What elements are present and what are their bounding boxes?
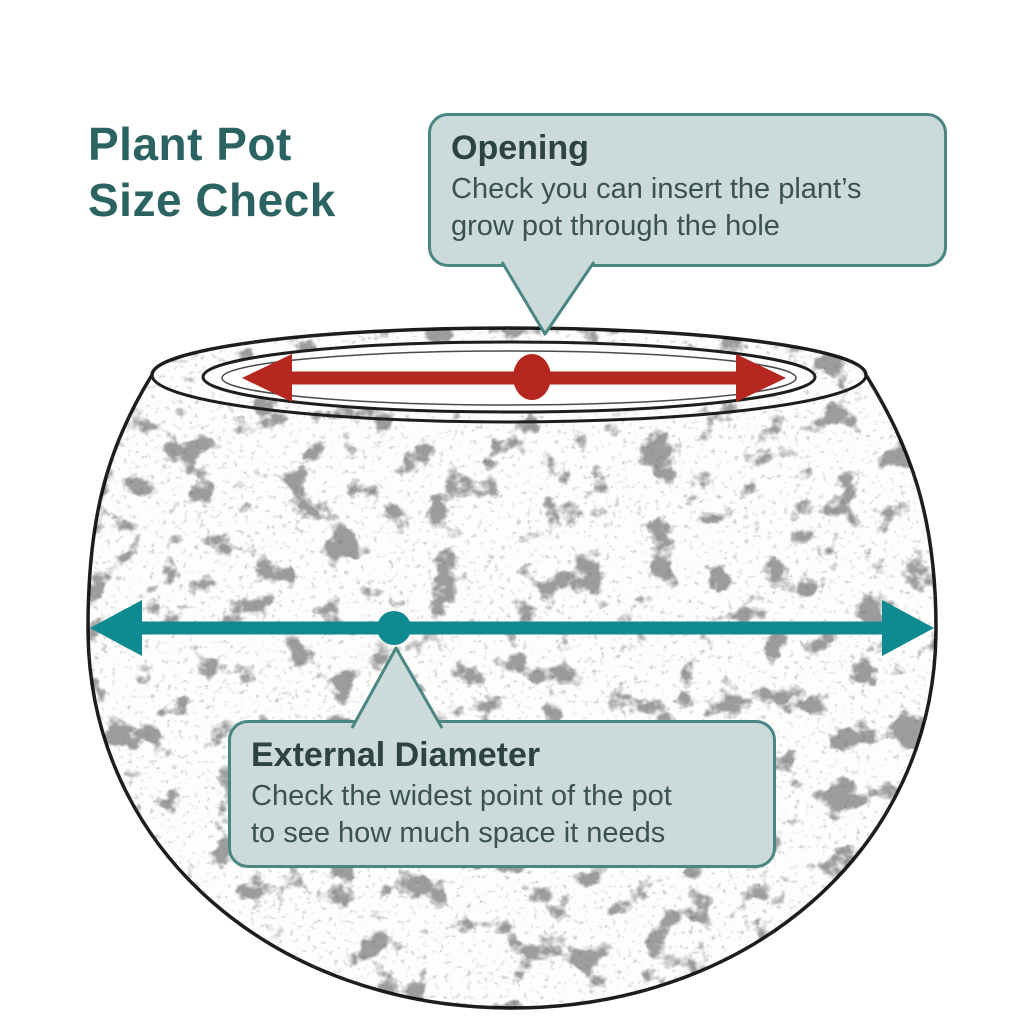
external-diameter-arrow — [90, 600, 934, 656]
callout-opening-heading: Opening — [451, 129, 589, 167]
external-center-dot — [377, 611, 411, 645]
opening-center-dot — [513, 354, 551, 400]
external-arrow-head-right — [882, 600, 934, 656]
callout-external-heading: External Diameter — [251, 736, 541, 774]
opening-diameter-arrow — [242, 354, 786, 402]
external-arrow-head-left — [90, 600, 142, 656]
opening-arrow-head-left — [242, 354, 292, 402]
callout-opening: Opening Check you can insert the plant’s… — [428, 113, 947, 267]
callout-external-diameter: External Diameter Check the widest point… — [228, 720, 776, 868]
page-title: Plant Pot Size Check — [88, 118, 336, 227]
callout-external-body: Check the widest point of the pot to see… — [251, 780, 672, 850]
callout-opening-body: Check you can insert the plant’s grow po… — [451, 173, 862, 243]
pot-texture-fine — [88, 328, 936, 1008]
opening-arrow-head-right — [736, 354, 786, 402]
pot-texture — [88, 328, 936, 1008]
pot-rim-outer — [150, 374, 868, 424]
